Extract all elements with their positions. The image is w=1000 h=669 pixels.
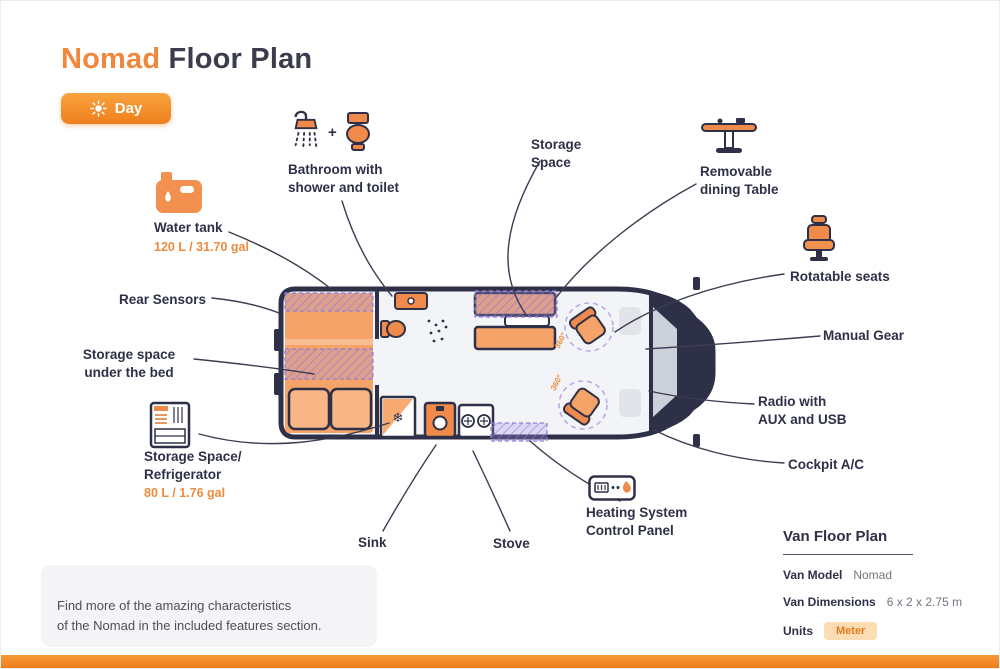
callout-rotatable-seats: Rotatable seats — [790, 268, 890, 286]
info-row-van-model: Van Model Nomad — [783, 568, 978, 582]
rotation-circle-1 — [564, 302, 614, 352]
callout-dining-table: Removable dining Table — [700, 163, 779, 198]
cockpit-ac-label: Cockpit A/C — [788, 457, 865, 472]
sun-icon — [89, 100, 107, 117]
connector-stove — [472, 450, 511, 532]
interior-wall — [375, 289, 379, 339]
bathroom-icons: + — [290, 107, 373, 157]
callout-storage-space: Storage Space — [531, 136, 581, 171]
van-model-value: Nomad — [853, 568, 893, 582]
callout-manual-gear: Manual Gear — [823, 327, 904, 345]
stove-label: Stove — [493, 536, 530, 551]
van-info-title: Van Floor Plan — [783, 528, 913, 555]
rear-sensors-label: Rear Sensors — [118, 292, 206, 307]
mirror-top — [693, 277, 700, 290]
callout-water-tank: Water tank 120 L / 31.70 gal — [154, 219, 249, 254]
bathroom-area — [380, 292, 448, 343]
features-note: Find more of the amazing characteristics… — [41, 565, 377, 648]
sink-unit — [423, 401, 457, 439]
storage-under-bed-highlight — [284, 292, 374, 312]
storage-under-bed-label: Storage space under the bed — [82, 347, 176, 380]
refrigerator-capacity: 80 L / 1.76 gal — [144, 486, 226, 501]
rotatable-seat-2 — [562, 387, 600, 426]
bathroom-label: Bathroom with shower and toilet — [288, 162, 400, 195]
callout-refrigerator: Storage Space/ Refrigerator 80 L / 1.76 … — [144, 448, 242, 500]
callout-heating: Heating System Control Panel — [586, 504, 687, 539]
rotatable-seats-label: Rotatable seats — [790, 269, 890, 284]
units-label: Units — [783, 624, 813, 638]
dining-table-label: Removable dining Table — [700, 164, 779, 197]
info-row-units: Units Meter — [783, 622, 978, 640]
van-dimensions-value: 6 x 2 x 2.75 m — [886, 595, 963, 609]
dining-table-icon — [700, 115, 758, 162]
callout-bathroom: Bathroom with shower and toilet — [288, 161, 399, 196]
callout-cockpit-ac: Cockpit A/C — [788, 456, 864, 474]
info-row-van-dimensions: Van Dimensions 6 x 2 x 2.75 m — [783, 595, 978, 609]
stove-unit — [457, 403, 495, 439]
rotation-circle-2 — [558, 380, 608, 430]
heating-area-highlight — [490, 422, 548, 442]
sink-label: Sink — [358, 535, 387, 550]
heating-label: Heating System Control Panel — [586, 505, 688, 538]
cockpit-panel — [619, 389, 641, 417]
van-model-label: Van Model — [783, 568, 843, 582]
refrigerator-icon — [147, 401, 193, 454]
bottom-accent-bar — [1, 655, 999, 668]
shower-dots — [427, 319, 448, 343]
day-toggle-label: Day — [114, 100, 143, 117]
fridge-unit: ❄ — [379, 395, 417, 439]
features-note-text: Find more of the amazing characteristics… — [57, 598, 322, 634]
title-highlight: Nomad — [61, 43, 161, 75]
refrigerator-label: Storage Space/ Refrigerator — [144, 449, 242, 482]
water-tank-capacity: 120 L / 31.70 gal — [154, 239, 249, 254]
mirror-bottom — [693, 434, 700, 447]
heating-panel-icon — [588, 475, 636, 506]
callout-storage-under-bed: Storage space under the bed — [69, 346, 189, 381]
callout-sink: Sink — [358, 534, 387, 552]
page-title: Nomad Floor Plan — [61, 43, 312, 76]
plus-icon: + — [328, 123, 337, 141]
manual-gear-label: Manual Gear — [823, 328, 905, 343]
van-dimensions-label: Van Dimensions — [783, 595, 876, 609]
storage-space-label: Storage Space — [531, 137, 582, 170]
callout-rear-sensors: Rear Sensors — [86, 291, 206, 309]
callout-radio: Radio with AUX and USB — [758, 393, 847, 428]
svg-text:❄: ❄ — [393, 410, 404, 425]
seat-icon — [800, 214, 838, 269]
callout-stove: Stove — [493, 535, 530, 553]
radio-label: Radio with AUX and USB — [758, 394, 847, 427]
dinette-storage-highlight — [474, 290, 558, 318]
interior-wall — [375, 385, 379, 435]
cockpit-panel — [619, 307, 641, 335]
van-floor-plan-illustration: ❄ 360° 360° — [274, 277, 716, 447]
shower-icon — [294, 110, 318, 150]
connector-sink — [382, 444, 437, 532]
units-badge[interactable]: Meter — [824, 622, 878, 640]
water-tank-label: Water tank — [154, 220, 223, 235]
windshield — [653, 307, 677, 417]
storage-under-bed-highlight — [284, 348, 374, 380]
water-tank-icon — [153, 168, 207, 221]
van-info-panel: Van Floor Plan Van Model Nomad Van Dimen… — [783, 528, 978, 640]
title-rest: Floor Plan — [160, 43, 313, 75]
toilet-icon — [345, 112, 370, 151]
day-toggle-button[interactable]: Day — [61, 93, 171, 124]
rotatable-seat-1 — [568, 306, 606, 345]
